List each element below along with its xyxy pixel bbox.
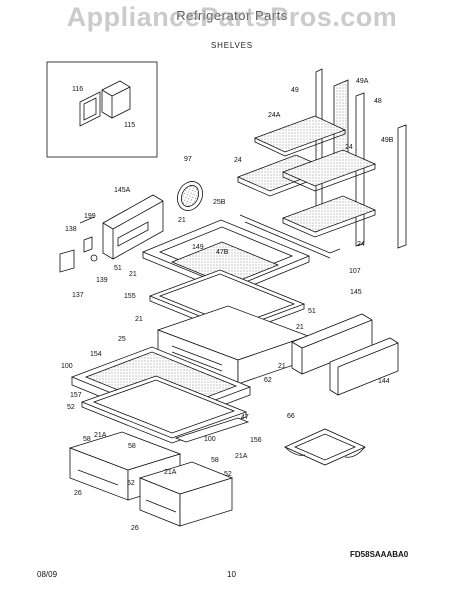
callout-21-c: 21 <box>135 316 143 323</box>
callout-24-a: 24 <box>234 157 242 164</box>
callout-100-a: 100 <box>61 363 73 370</box>
callout-51-a: 51 <box>114 265 122 272</box>
crisper-cover-25b <box>141 219 311 295</box>
footer-date: 08/09 <box>37 570 58 579</box>
watermark: AppliancePartsPros.com <box>66 2 398 32</box>
callout-21-d: 21 <box>296 324 304 331</box>
callout-21a-c: 21A <box>164 469 177 476</box>
callout-139: 139 <box>96 277 108 284</box>
callout-26-b: 26 <box>131 525 139 532</box>
callout-21-e: 21 <box>278 363 286 370</box>
callout-52-c: 52 <box>224 471 232 478</box>
callout-48: 48 <box>374 98 382 105</box>
callout-157: 157 <box>70 392 82 399</box>
callout-47b: 47B <box>216 249 229 256</box>
callout-144: 144 <box>378 378 390 385</box>
callout-66: 66 <box>287 413 295 420</box>
callout-58-a: 58 <box>83 436 91 443</box>
callout-115: 115 <box>124 122 135 129</box>
callout-155: 155 <box>124 293 136 300</box>
callout-199: 199 <box>84 213 96 220</box>
callout-137: 137 <box>72 292 84 299</box>
section-title: SHELVES <box>211 41 253 50</box>
callout-97: 97 <box>184 156 192 163</box>
callout-21a-b: 21A <box>235 453 248 460</box>
callout-24a: 24A <box>268 112 281 119</box>
callout-149: 149 <box>192 244 204 251</box>
callout-58-c: 58 <box>211 457 219 464</box>
callout-51-b: 51 <box>308 308 316 315</box>
callout-52-a: 52 <box>67 404 75 411</box>
housing-145a <box>102 194 164 260</box>
footer-page-number: 10 <box>227 570 236 579</box>
callout-156: 156 <box>250 437 262 444</box>
lower-frame-47 <box>80 375 250 444</box>
callout-25: 25 <box>118 336 126 343</box>
callout-154: 154 <box>90 351 102 358</box>
callout-145: 145 <box>350 289 362 296</box>
callout-52-b: 52 <box>127 480 135 487</box>
callout-58-b: 58 <box>128 443 136 450</box>
callout-116: 116 <box>72 86 83 93</box>
callout-21a-a: 21A <box>94 432 107 439</box>
callout-107: 107 <box>349 268 361 275</box>
left-small-parts <box>59 216 98 273</box>
crisper-drawers-26 <box>68 431 234 527</box>
callout-49b: 49B <box>381 137 394 144</box>
housing-145-144 <box>291 313 399 396</box>
callout-26-a: 26 <box>74 490 82 497</box>
callout-24-c: 24 <box>357 241 365 248</box>
callout-21-b: 21 <box>129 271 137 278</box>
drawer-62 <box>156 305 310 385</box>
callout-62: 62 <box>264 377 272 384</box>
fan-97 <box>177 181 203 211</box>
callout-145a: 145A <box>114 187 131 194</box>
callout-49: 49 <box>291 87 299 94</box>
upper-shelves <box>236 115 377 259</box>
page-header-title: Refrigerator Parts <box>176 8 288 23</box>
callout-138: 138 <box>65 226 77 233</box>
callout-labels: 116 115 49 49A 48 24A 24 24 49B 24 97 14… <box>61 78 394 532</box>
inset-box-115-116 <box>46 61 158 158</box>
callout-100-b: 100 <box>204 436 216 443</box>
callout-24-b: 24 <box>345 144 353 151</box>
callout-25b: 25B <box>213 199 226 206</box>
callout-21-a: 21 <box>178 217 186 224</box>
callout-47: 47 <box>241 414 249 421</box>
basket-66 <box>284 428 366 466</box>
callout-49a: 49A <box>356 78 369 85</box>
diagram-code: FD58SAAABA0 <box>350 550 409 559</box>
